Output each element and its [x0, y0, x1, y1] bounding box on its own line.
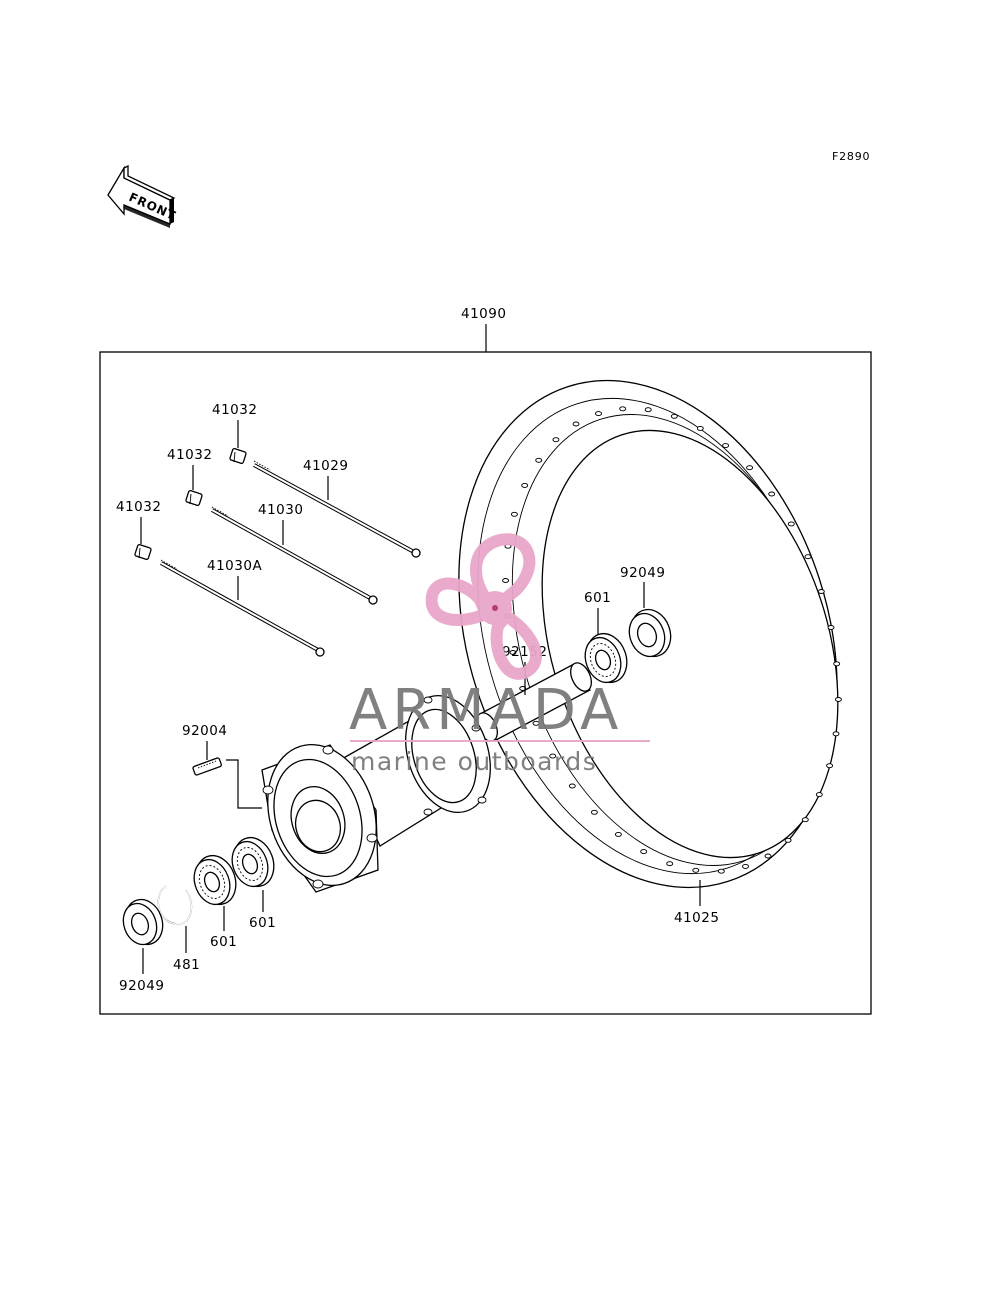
rim-spoke-hole — [519, 686, 527, 691]
rim-spoke-hole — [826, 763, 834, 769]
rim-spoke-hole — [817, 589, 825, 594]
rim-spoke-hole — [572, 421, 580, 427]
rim-spoke-hole — [549, 753, 557, 759]
label-bearing-left-inner: 601 — [210, 934, 237, 950]
rim-spoke-hole — [590, 809, 598, 815]
rim-spoke-hole — [784, 837, 792, 843]
rim-spoke-hole — [619, 406, 627, 412]
label-nipple-top: 41032 — [212, 402, 257, 418]
rim-spoke-hole — [804, 554, 812, 560]
label-spoke-41030a: 41030A — [207, 558, 262, 574]
rim-spoke-hole — [764, 853, 772, 859]
spoke-41029 — [253, 460, 421, 558]
rim-spoke-hole — [552, 437, 560, 443]
rim-spoke-hole — [521, 482, 529, 488]
watermark-brand: ARMADA — [349, 678, 623, 743]
label-circlip: 481 — [173, 957, 200, 973]
rim-spoke-hole — [644, 407, 652, 413]
bearing-left-inner — [193, 854, 237, 906]
spoke-nipple-top — [229, 448, 247, 464]
oil-seal-left — [122, 898, 164, 946]
spoke-nipple-low — [134, 544, 152, 560]
assembly-label: 41090 — [461, 306, 506, 322]
assembly-frame — [99, 351, 872, 1015]
rim-spoke-hole — [692, 867, 700, 873]
label-spoke-41030: 41030 — [258, 502, 303, 518]
rim-spoke-hole — [640, 849, 648, 855]
rim-spoke-hole — [801, 817, 809, 823]
label-oil-seal-left: 92049 — [119, 978, 164, 994]
rim-spoke-hole — [535, 457, 543, 463]
label-bearing-left-outer: 601 — [249, 915, 276, 931]
rim-spoke-hole — [832, 731, 840, 737]
diagram-code: F2890 — [832, 150, 870, 163]
rim-spoke-hole — [502, 578, 510, 583]
bearing-left-outer — [231, 836, 275, 888]
rim-spoke-hole — [742, 863, 749, 869]
rim-spoke-hole — [746, 465, 754, 471]
front-arrow-icon: FRONT — [107, 164, 178, 228]
rim-spoke-hole — [614, 831, 622, 837]
rim-spoke-holes — [502, 406, 842, 874]
rim-spoke-hole — [510, 511, 518, 517]
label-rim: 41025 — [674, 910, 719, 926]
spoke-nipple-mid — [185, 490, 203, 506]
label-spoke-41029: 41029 — [303, 458, 348, 474]
rim-spoke-hole — [827, 625, 835, 630]
wheel-hub — [261, 694, 491, 893]
stud — [192, 757, 262, 809]
label-oil-seal-right: 92049 — [620, 565, 665, 581]
circlip — [157, 885, 193, 925]
rim-spoke-hole — [833, 661, 841, 667]
label-bearing-right: 601 — [584, 590, 611, 606]
rim-spoke-hole — [768, 491, 776, 497]
watermark-tagline: marine outboards — [351, 747, 597, 776]
rim-spoke-hole — [717, 868, 725, 874]
rim-spoke-hole — [722, 443, 730, 449]
rim-spoke-hole — [670, 413, 678, 419]
rim-spoke-hole — [595, 411, 602, 417]
rim-spoke-hole — [787, 521, 795, 527]
rim-spoke-hole — [815, 792, 823, 798]
oil-seal-right — [628, 608, 672, 658]
bearing-right — [584, 632, 628, 684]
label-nipple-mid: 41032 — [167, 447, 212, 463]
label-stud: 92004 — [182, 723, 227, 739]
rim-spoke-hole — [834, 697, 842, 702]
spoke-41030 — [211, 506, 378, 605]
label-nipple-low: 41032 — [116, 499, 161, 515]
spoke-41030a — [160, 559, 325, 657]
rim-spoke-hole — [696, 425, 704, 431]
rim-spoke-hole — [509, 650, 517, 655]
propeller-logo-icon — [425, 533, 542, 680]
watermark: ARMADA marine outboards — [349, 533, 650, 776]
rim-spoke-hole — [568, 783, 576, 789]
rim-spoke-hole — [532, 720, 540, 726]
rim-spoke-hole — [666, 861, 674, 867]
